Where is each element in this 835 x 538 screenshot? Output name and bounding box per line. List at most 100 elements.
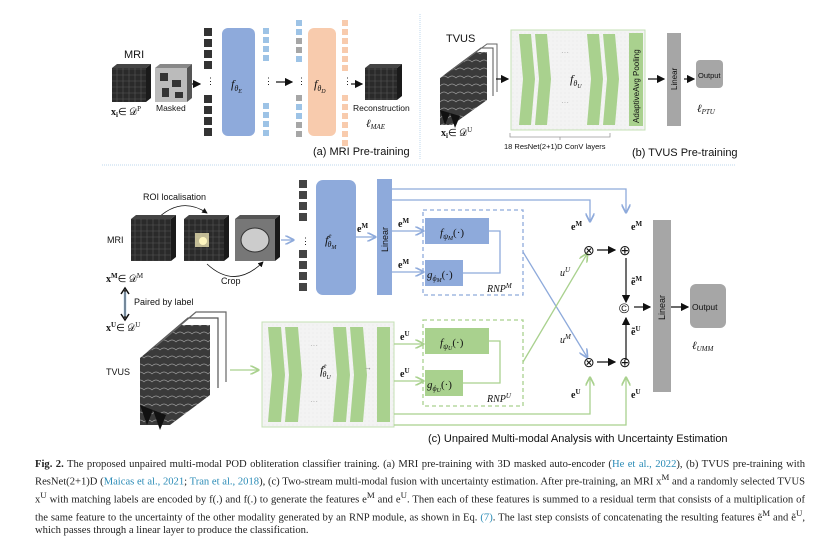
crop-label: Crop [221, 276, 241, 286]
cropped-volume-icon [235, 215, 280, 261]
citation-tran-2018[interactable]: Tran et al., 2018 [189, 476, 260, 488]
layers-label: 18 ResNet(2+1)D ConV layers [504, 142, 606, 151]
um-cross-line [522, 251, 587, 357]
rnp-u-module [422, 319, 524, 407]
eu-add-label: eU [631, 388, 641, 401]
patch-cube [299, 250, 307, 258]
panel-b-input-label: xi∈ 𝒟U [441, 126, 472, 140]
patch-cube [299, 283, 307, 291]
uu-label: uU [560, 266, 571, 279]
token [342, 56, 348, 62]
final-linear-block [653, 220, 671, 392]
conv-layer [333, 327, 350, 422]
eu-skip-to-add [394, 378, 626, 426]
conv-layer [603, 34, 619, 125]
em-mult-label: eM [571, 220, 582, 233]
conv-layer [350, 327, 367, 422]
patch-cube [299, 191, 307, 199]
panel-c-tvus-label: TVUS [106, 367, 130, 377]
conv-layer [268, 327, 285, 422]
em-skip-to-multiply [392, 199, 590, 221]
em-to-fpsi-label: eM [398, 217, 409, 230]
mri-patch-tokens-column: ⋮ [299, 180, 310, 291]
uu-cross-line [522, 254, 587, 363]
add-u-operator: ⊕ [619, 354, 631, 370]
token [296, 29, 302, 35]
panel-a-input-label: xi∈ 𝒟P [111, 105, 141, 119]
patch-cube [299, 272, 307, 280]
patch-cube [204, 50, 212, 58]
panel-b-linear-label: Linear [670, 67, 679, 90]
mri-encoder-block [316, 180, 356, 295]
patch-cube [204, 28, 212, 36]
adaptive-pooling-label: AdaptiveAvg Pooling [632, 49, 641, 123]
decoder-label: fθD [314, 77, 326, 95]
ellipsis: ⋮ [343, 76, 352, 86]
figure-diagram: MRI xi∈ 𝒟P Masked ⋮ fθE ⋮ ⋮ fθD ⋮ [102, 14, 738, 445]
tvus-stack-icon [440, 43, 498, 128]
mae-loss-label: ℓMAE [366, 118, 386, 131]
token [342, 104, 348, 110]
panel-a-mri-label: MRI [124, 49, 144, 61]
crop-arrow [206, 261, 264, 277]
token [263, 46, 269, 52]
rnp-m-label: RNPM [486, 282, 513, 295]
token [342, 29, 348, 35]
mri-input-volume-icon [131, 215, 176, 261]
add-m-operator: ⊕ [619, 242, 631, 258]
token [296, 47, 302, 53]
g-phi-u-label: gϕU(·) [427, 379, 452, 394]
eu-mult-label: eU [571, 388, 581, 401]
panel-c-multimodal-analysis: ROI localisation MRI Crop xM∈ 𝒟M Paired … [106, 179, 728, 445]
token [263, 55, 269, 61]
tvus-conv-layers [268, 327, 390, 422]
em-skip-to-add [392, 188, 626, 212]
tilde-eu-label: ẽU [631, 325, 641, 338]
multiply-m-operator: ⊗ [583, 242, 595, 258]
panel-a-title: (a) MRI Pre-training [313, 146, 410, 158]
ellipsis-bottom: ··· [561, 98, 569, 107]
em-add-label: eM [631, 220, 642, 233]
decoder-output-tokens-column: ⋮ [342, 20, 352, 146]
final-linear-label: Linear [657, 295, 667, 320]
conv-layer [519, 34, 535, 125]
ellipsis-top: ··· [561, 48, 569, 57]
encoder-label: fθE [231, 77, 242, 95]
token [296, 56, 302, 62]
f-psi-m-block [425, 218, 489, 244]
f-psi-m-label: fψM(·) [440, 227, 464, 242]
rnp-u-label: RNPU [486, 392, 512, 405]
ellipsis: ⋮ [206, 76, 215, 86]
patch-cube [299, 202, 307, 210]
panel-b-tvus-pretraining: TVUS xi∈ 𝒟U ··· ··· fθU AdaptiveAvg Pool… [440, 29, 738, 159]
resnet-conv-layers [519, 34, 619, 125]
f-psi-u-block [425, 328, 489, 354]
layers-bracket [509, 133, 611, 140]
umm-loss-label: ℓUMM [692, 340, 714, 353]
tvus-encoder-container [510, 29, 646, 131]
xm-input-label: xM∈ 𝒟M [106, 272, 144, 285]
adaptive-pooling-block [629, 33, 643, 126]
panel-b-output-block [696, 60, 723, 88]
decoder-input-tokens-column: ⋮ [296, 20, 306, 137]
mri-linear-label: Linear [380, 227, 390, 252]
citation-he-2022[interactable]: He et al., 2022 [611, 459, 677, 470]
final-output-block [690, 284, 726, 328]
citation-maicas-2021[interactable]: Maicas et al., 2021 [103, 476, 185, 488]
reconstruction-label: Reconstruction [353, 103, 410, 113]
token [342, 140, 348, 146]
token [342, 47, 348, 53]
panel-b-linear-block [667, 33, 681, 126]
final-output-label: Output [692, 302, 718, 312]
panel-c-title: (c) Unpaired Multi-modal Analysis with U… [428, 433, 728, 445]
token [263, 103, 269, 109]
equation-7-link[interactable]: (7) [480, 512, 493, 524]
mae-decoder-block [308, 28, 336, 136]
token [296, 95, 302, 101]
token [263, 37, 269, 43]
tilde-em-label: ẽM [631, 275, 642, 288]
patch-cube [204, 128, 212, 136]
reconstruction-volume-icon [365, 64, 402, 100]
